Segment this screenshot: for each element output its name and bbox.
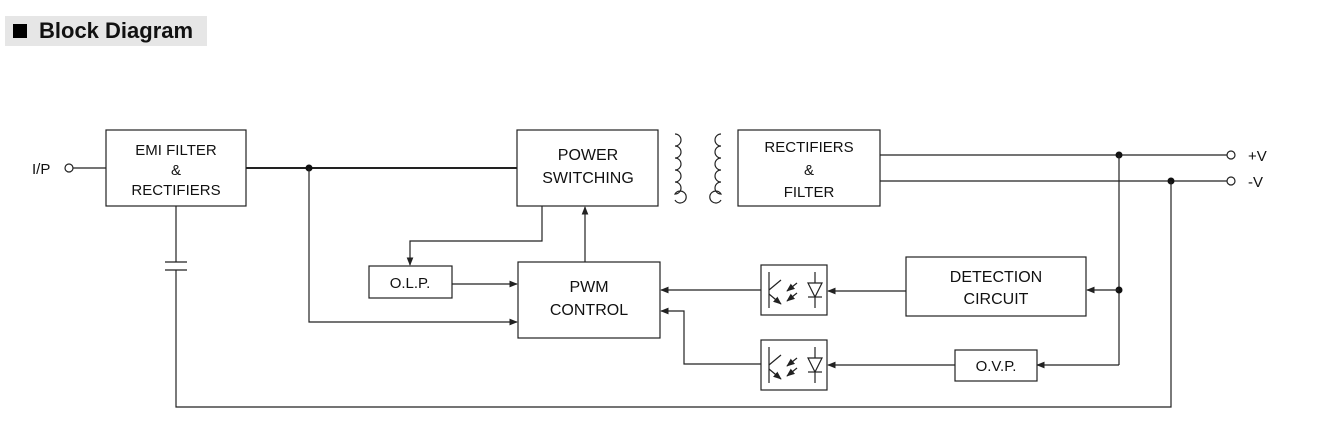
optocoupler-icon-1 [760,264,828,316]
ovp-block [954,349,1038,382]
wire-switching-to-olp [406,206,543,266]
rectifiers-filter-label-3: FILTER [784,184,835,201]
transformer-icon [673,133,723,204]
detection-circuit-label-2: CIRCUIT [964,291,1029,308]
wire-opto2-to-pwm [660,307,761,365]
power-switching-block [516,129,659,207]
detection-circuit-label-1: DETECTION [950,269,1042,286]
detection-circuit-block [905,256,1087,317]
rectifiers-filter-label-2: & [804,162,814,179]
rectifiers-filter-block [737,129,881,207]
rectifiers-filter-label-1: RECTIFIERS [764,139,853,156]
capacitor-icon [165,261,187,271]
emi-filter-label-1: EMI FILTER [135,142,217,159]
header-square-icon [13,24,27,38]
output-negative-terminal [1226,176,1236,186]
input-terminal [64,163,74,173]
output-negative-label: -V [1248,174,1263,191]
wire-ground-return [175,181,1172,408]
pwm-control-label-1: PWM [569,279,608,296]
power-switching-label-2: SWITCHING [542,170,634,187]
page-title: Block Diagram [39,18,194,43]
wire-bus-to-pwm [308,168,518,326]
optocoupler-icon-2 [760,339,828,391]
emi-filter-label-2: & [171,162,181,179]
olp-label: O.L.P. [390,275,431,292]
pwm-control-label-2: CONTROL [550,302,628,319]
emi-filter-label-3: RECTIFIERS [131,182,220,199]
output-positive-label: +V [1248,148,1267,165]
pwm-control-block [517,261,661,339]
emi-filter-block [105,129,247,207]
olp-block [368,265,453,299]
input-label: I/P [32,161,50,178]
power-switching-label-1: POWER [558,147,618,164]
output-positive-terminal [1226,150,1236,160]
section-header: Block Diagram [5,16,207,46]
ovp-label: O.V.P. [976,358,1017,375]
